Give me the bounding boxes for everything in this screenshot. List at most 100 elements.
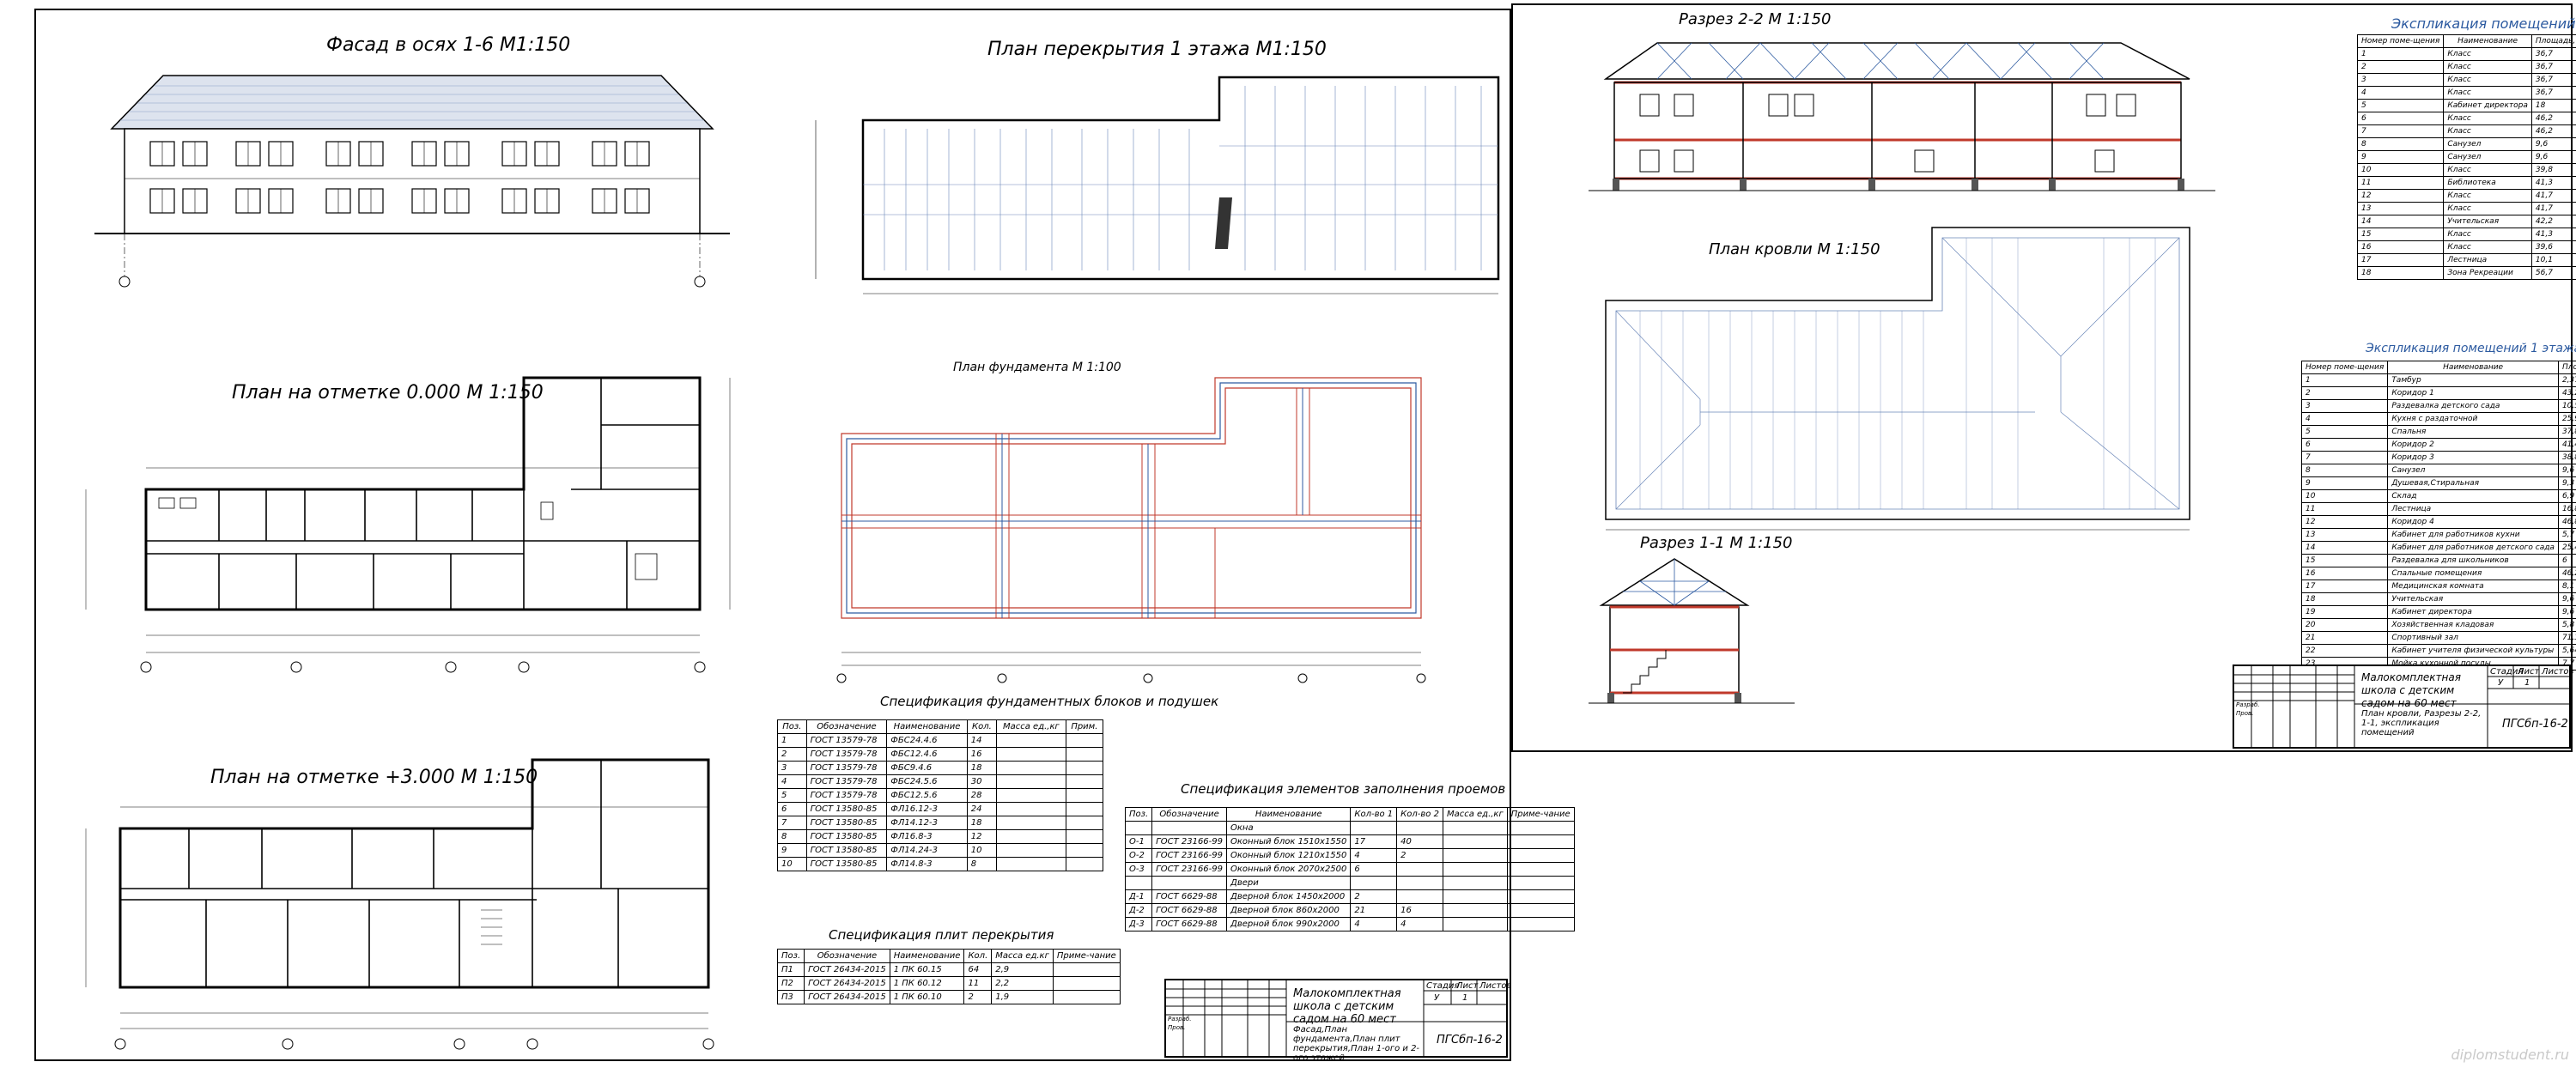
table-cell: 14: [2356, 215, 2445, 228]
table-cell: [1052, 976, 1121, 991]
table-cell: 17: [2356, 253, 2445, 267]
table-cell: [1065, 774, 1104, 789]
table-cell: ФЛ16.8-3: [886, 829, 968, 844]
section22-drawing: [1589, 42, 2215, 191]
table-cell: 2: [1350, 889, 1398, 904]
table-cell: 9,6: [2530, 150, 2576, 164]
titleblock-role-checker: Пров.: [1168, 1024, 1186, 1031]
slab-plan-drawing: [815, 76, 1500, 294]
table-cell: О-1: [1124, 834, 1153, 849]
roof-plan-title: План кровли М 1:150: [1709, 240, 1880, 258]
table-cell: 4: [1350, 917, 1398, 931]
table-cell: 14: [2300, 541, 2389, 555]
table-cell: [1396, 889, 1443, 904]
titleblock-sheet-desc: Фасад,План фундамента,План плит перекрыт…: [1293, 1025, 1420, 1063]
table-cell: 2,9: [991, 962, 1054, 977]
table-cell: 37,8: [2557, 425, 2576, 439]
table-cell: [1442, 862, 1508, 877]
table-cell: ФБС12.5.6: [886, 788, 968, 803]
titleblock-project-name: Малокомплектная школа с детским садом на…: [1293, 987, 1401, 1026]
section22-title: Разрез 2-2 М 1:150: [1679, 10, 1832, 28]
table-cell: ГОСТ 13579-78: [805, 747, 888, 762]
table-cell: ГОСТ 13579-78: [805, 733, 888, 748]
table-cell: 56,7: [2530, 266, 2576, 280]
table-cell: 9,6: [2557, 605, 2576, 619]
table-header-cell: Обозначение: [805, 719, 888, 734]
table-cell: Класс: [2443, 124, 2532, 138]
table-cell: 15: [2356, 228, 2445, 241]
table-cell: П1: [776, 962, 805, 977]
table-cell: 9: [2356, 150, 2445, 164]
table-cell: 39,6: [2530, 240, 2576, 254]
table-cell: ГОСТ 23166-99: [1151, 848, 1227, 863]
table-cell: ГОСТ 13580-85: [805, 802, 888, 816]
table-cell: [1506, 917, 1575, 931]
table-row: Двери: [1124, 876, 1575, 890]
table-cell: 17: [1350, 834, 1398, 849]
table-cell: Д-2: [1124, 903, 1153, 918]
table-cell: Двери: [1225, 876, 1352, 890]
table-cell: ФБС12.4.6: [886, 747, 968, 762]
table-cell: Класс: [2443, 86, 2532, 100]
table-cell: Окна: [1225, 821, 1352, 835]
table-cell: Класс: [2443, 60, 2532, 74]
table-cell: Библиотека: [2443, 176, 2532, 190]
table-cell: Дверной блок 1450х2000: [1225, 889, 1352, 904]
titleblock-code: ПГСбп-16-2: [2502, 718, 2568, 731]
table-cell: ФБС24.5.6: [886, 774, 968, 789]
table-cell: Спальня: [2387, 425, 2559, 439]
table-cell: ГОСТ 23166-99: [1151, 834, 1227, 849]
table-cell: ГОСТ 13580-85: [805, 829, 888, 844]
table-cell: 9,6: [2530, 137, 2576, 151]
table-cell: 41,7: [2530, 202, 2576, 215]
table-cell: [1124, 821, 1153, 835]
table-cell: 3: [777, 761, 807, 775]
table-cell: [996, 802, 1066, 816]
table-cell: 7: [777, 816, 807, 830]
table-cell: 8: [777, 829, 807, 844]
slab-plan-title: План перекрытия 1 этажа М1:150: [987, 39, 1327, 60]
titleblock-code: ПГСбп-16-2: [1437, 1034, 1503, 1047]
table-cell: [1442, 903, 1508, 918]
table-cell: [1442, 821, 1508, 835]
table-cell: 18: [2356, 266, 2445, 280]
table-cell: 36,7: [2530, 60, 2576, 74]
table-cell: Кабинет директора: [2443, 99, 2532, 112]
titleblock-stage-label: Стадия: [1426, 981, 1460, 991]
titleblock-stage-label: Стадия: [2490, 667, 2524, 677]
roof-plan-drawing: [1605, 227, 2190, 531]
table-cell: [1396, 876, 1443, 890]
table-cell: 38,8: [2557, 451, 2576, 464]
table-cell: [996, 816, 1066, 830]
table-cell: 46,2: [2530, 124, 2576, 138]
table-cell: 6: [777, 802, 807, 816]
table-cell: 7: [2300, 451, 2389, 464]
table-cell: Кухня с раздаточной: [2387, 412, 2559, 426]
table-cell: ФБС24.4.6: [886, 733, 968, 748]
titleblock-stage: У: [1434, 993, 1440, 1003]
table-cell: 4: [777, 774, 807, 789]
table-cell: Лестница: [2443, 253, 2532, 267]
table-cell: [1506, 848, 1575, 863]
table-cell: Раздевалка детского сада: [2387, 399, 2559, 413]
table-cell: ФЛ14.12-3: [886, 816, 968, 830]
titleblock-sheet-number: 1: [1462, 993, 1468, 1003]
